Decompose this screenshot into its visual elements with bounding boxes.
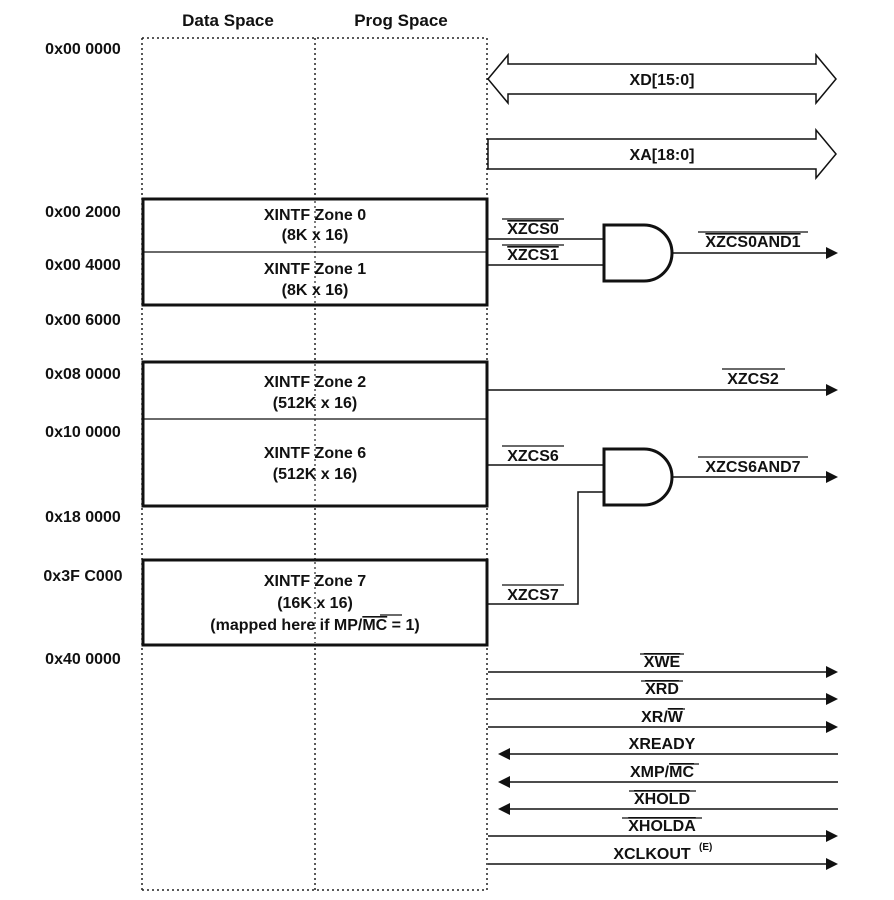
xclkout-label: XCLKOUT — [613, 846, 691, 863]
zone-6-name: XINTF Zone 6 — [264, 445, 366, 462]
xmp-mc-arrowhead — [498, 776, 510, 788]
xzcs0and1-arrowhead — [826, 247, 838, 259]
address-label: 0x00 2000 — [45, 204, 121, 221]
xwe-arrowhead — [826, 666, 838, 678]
zone-0-size: (8K x 16) — [282, 227, 349, 244]
address-label: 0x00 4000 — [45, 257, 121, 274]
xholda-label: XHOLDA — [628, 818, 696, 835]
xa-bus-label: XA[18:0] — [630, 147, 695, 164]
prog-space-header: Prog Space — [354, 11, 448, 30]
zone-7-size: (16K x 16) — [277, 595, 353, 612]
xzcs2-label: XZCS2 — [727, 371, 779, 388]
xclkout-arrowhead — [826, 858, 838, 870]
xzcs7-label: XZCS7 — [507, 587, 559, 604]
xmp-mc-label: XMP/MC — [630, 764, 694, 781]
data-space-header: Data Space — [182, 11, 274, 30]
zone-6-size: (512K x 16) — [273, 466, 358, 483]
xzcs6and7-label: XZCS6AND7 — [705, 459, 800, 476]
address-label: 0x00 6000 — [45, 312, 121, 329]
xrw-label: XR/W — [641, 709, 684, 726]
zone-0-name: XINTF Zone 0 — [264, 207, 366, 224]
xready-arrowhead — [498, 748, 510, 760]
xa-bus-arrow — [487, 127, 837, 181]
xzcs0and1-label: XZCS0AND1 — [705, 234, 800, 251]
xzcs0-label: XZCS0 — [507, 221, 559, 238]
xhold-label: XHOLD — [634, 791, 690, 808]
zone-2-size: (512K x 16) — [273, 395, 358, 412]
xzcs2-arrowhead — [826, 384, 838, 396]
xzcs7-wire — [488, 491, 604, 605]
xwe-label: XWE — [644, 654, 681, 671]
xzcs6-label: XZCS6 — [507, 448, 559, 465]
xclkout-superscript: (E) — [699, 842, 712, 853]
address-labels: 0x00 0000 0x00 2000 0x00 4000 0x00 6000 … — [43, 41, 122, 668]
zone-1-name: XINTF Zone 1 — [264, 261, 366, 278]
xd-bus-label: XD[15:0] — [630, 72, 695, 89]
xzcs1-label: XZCS1 — [507, 247, 559, 264]
xhold-arrowhead — [498, 803, 510, 815]
xd-bus-arrow — [487, 52, 837, 106]
address-label: 0x3F C000 — [43, 568, 122, 585]
xready-label: XREADY — [629, 736, 696, 753]
xrd-arrowhead — [826, 693, 838, 705]
address-label: 0x10 0000 — [45, 424, 121, 441]
zone-1-size: (8K x 16) — [282, 282, 349, 299]
and-gate-zone01 — [602, 223, 674, 283]
address-label: 0x18 0000 — [45, 509, 121, 526]
xrd-label: XRD — [645, 681, 679, 698]
zone-7-mapping-note: (mapped here if MP/MC = 1) — [210, 617, 419, 634]
zone-2-name: XINTF Zone 2 — [264, 374, 366, 391]
address-label: 0x00 0000 — [45, 41, 121, 58]
xholda-arrowhead — [826, 830, 838, 842]
xzcs6and7-arrowhead — [826, 471, 838, 483]
zone-7-name: XINTF Zone 7 — [264, 573, 366, 590]
address-label: 0x40 0000 — [45, 651, 121, 668]
and-gate-zone67 — [602, 447, 674, 507]
xrw-arrowhead — [826, 721, 838, 733]
address-label: 0x08 0000 — [45, 366, 121, 383]
